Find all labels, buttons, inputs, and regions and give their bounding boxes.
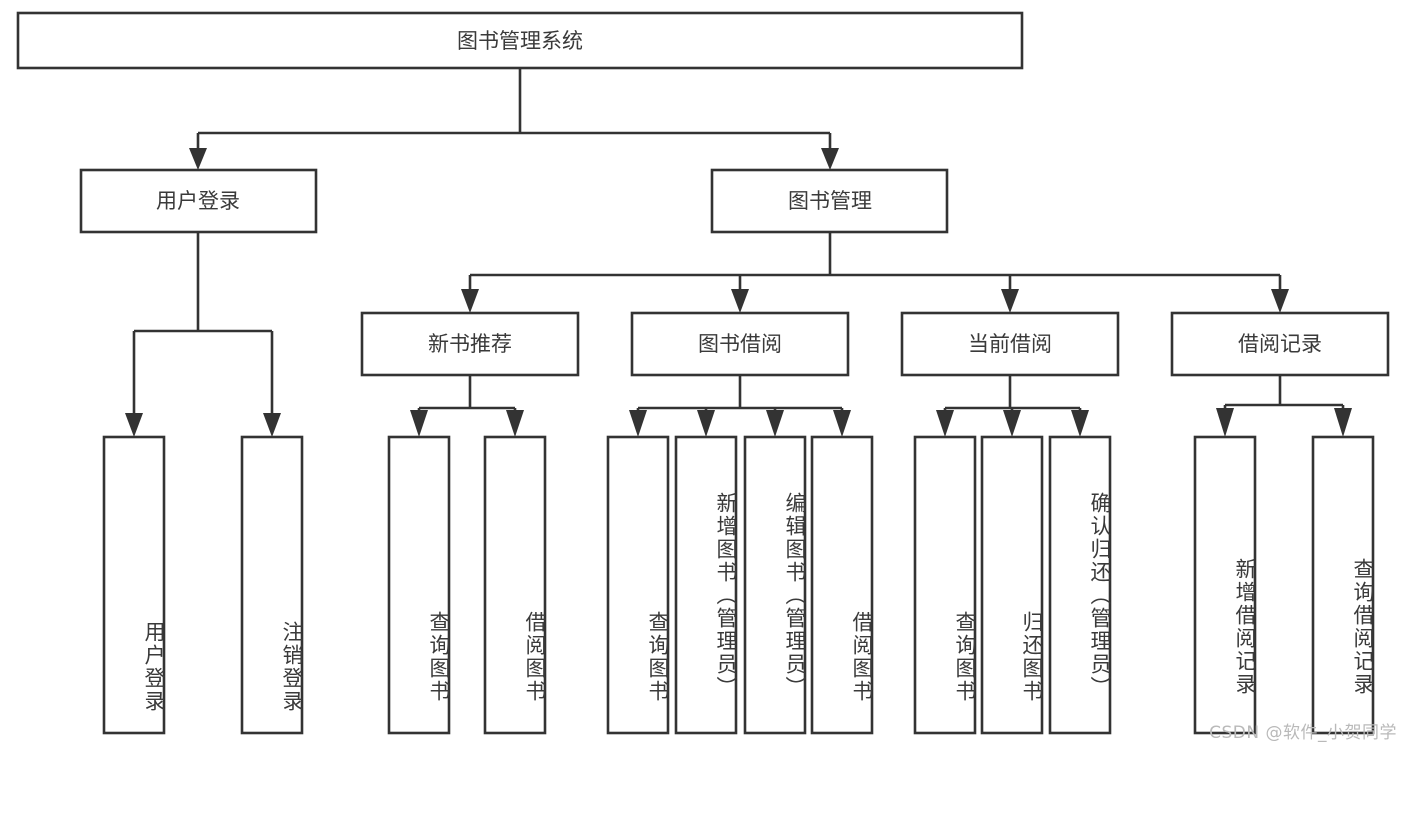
- node-leaf-2-box[interactable]: [240, 435, 304, 735]
- node-bookmgmt-label: 图书管理: [788, 189, 872, 213]
- node-leaf-8-box[interactable]: [810, 435, 874, 735]
- diagram-canvas: 图书管理系统 用户登录 图书管理 新书推荐 图书借阅 当前借阅 借阅记录: [16, 11, 1397, 743]
- arrow-to-leaf-1: [125, 413, 143, 437]
- arrow-to-leaf-10: [1003, 410, 1021, 437]
- node-root-box[interactable]: [16, 11, 1024, 70]
- node-records-box[interactable]: [1170, 311, 1390, 377]
- node-newbook-label: 新书推荐: [428, 332, 512, 356]
- node-leaf-10-box[interactable]: [980, 435, 1044, 735]
- node-current[interactable]: 当前借阅: [900, 311, 1120, 377]
- node-newbook-box[interactable]: [360, 311, 580, 377]
- arrow-to-current: [1001, 289, 1019, 313]
- connector-group-login: [125, 232, 281, 437]
- node-bookmgmt-box[interactable]: [710, 168, 949, 234]
- connector-group-bookmgmt: [461, 232, 1289, 313]
- arrow-to-borrow: [731, 289, 749, 313]
- node-leaf-4-box[interactable]: [483, 435, 547, 735]
- arrow-to-records: [1271, 289, 1289, 313]
- arrow-to-leaf-7: [766, 410, 784, 437]
- arrow-to-leaf-12: [1216, 408, 1234, 437]
- arrow-to-leaf-6: [697, 410, 715, 437]
- node-root-label: 图书管理系统: [457, 29, 583, 53]
- node-leaf-9-box[interactable]: [913, 435, 977, 735]
- node-borrow[interactable]: 图书借阅: [630, 311, 850, 377]
- node-records[interactable]: 借阅记录: [1170, 311, 1390, 377]
- node-current-box[interactable]: [900, 311, 1120, 377]
- node-leaf-5-box[interactable]: [606, 435, 670, 735]
- connector-group-root: [189, 68, 839, 170]
- arrow-to-bookmgmt: [821, 148, 839, 170]
- node-records-label: 借阅记录: [1238, 332, 1322, 356]
- arrow-to-login: [189, 148, 207, 170]
- arrow-to-leaf-11: [1071, 410, 1089, 437]
- tree-diagram-svg: 图书管理系统 用户登录 图书管理 新书推荐 图书借阅 当前借阅 借阅记录: [16, 11, 1390, 735]
- node-newbook[interactable]: 新书推荐: [360, 311, 580, 377]
- node-borrow-box[interactable]: [630, 311, 850, 377]
- arrow-to-newbook: [461, 289, 479, 313]
- arrow-to-leaf-9: [936, 410, 954, 437]
- arrow-to-leaf-4: [506, 410, 524, 437]
- arrow-to-leaf-5: [629, 410, 647, 437]
- node-leaf-13-box[interactable]: [1311, 435, 1375, 735]
- node-login-label: 用户登录: [156, 189, 240, 213]
- node-borrow-label: 图书借阅: [698, 332, 782, 356]
- node-leaf-1-box[interactable]: [102, 435, 166, 735]
- node-leaf-12-box[interactable]: [1193, 435, 1257, 735]
- connector-group-current: [936, 375, 1089, 437]
- connector-group-borrow: [629, 375, 851, 437]
- csdn-watermark: CSDN @软件_小贺同学: [1209, 723, 1397, 743]
- arrow-to-leaf-2: [263, 413, 281, 437]
- node-current-label: 当前借阅: [968, 332, 1052, 356]
- node-leaf-6-box[interactable]: [674, 435, 738, 735]
- node-login-box[interactable]: [79, 168, 318, 234]
- node-root[interactable]: 图书管理系统: [16, 11, 1024, 70]
- arrow-to-leaf-3: [410, 410, 428, 437]
- connector-group-newbook: [410, 375, 524, 437]
- node-login[interactable]: 用户登录: [79, 168, 318, 234]
- arrow-to-leaf-8: [833, 410, 851, 437]
- arrow-to-leaf-13: [1334, 408, 1352, 437]
- leaf-box-group: [102, 435, 1375, 735]
- node-leaf-3-box[interactable]: [387, 435, 451, 735]
- connector-group-records: [1216, 375, 1352, 437]
- node-bookmgmt[interactable]: 图书管理: [710, 168, 949, 234]
- node-leaf-11-box[interactable]: [1048, 435, 1112, 735]
- node-leaf-7-box[interactable]: [743, 435, 807, 735]
